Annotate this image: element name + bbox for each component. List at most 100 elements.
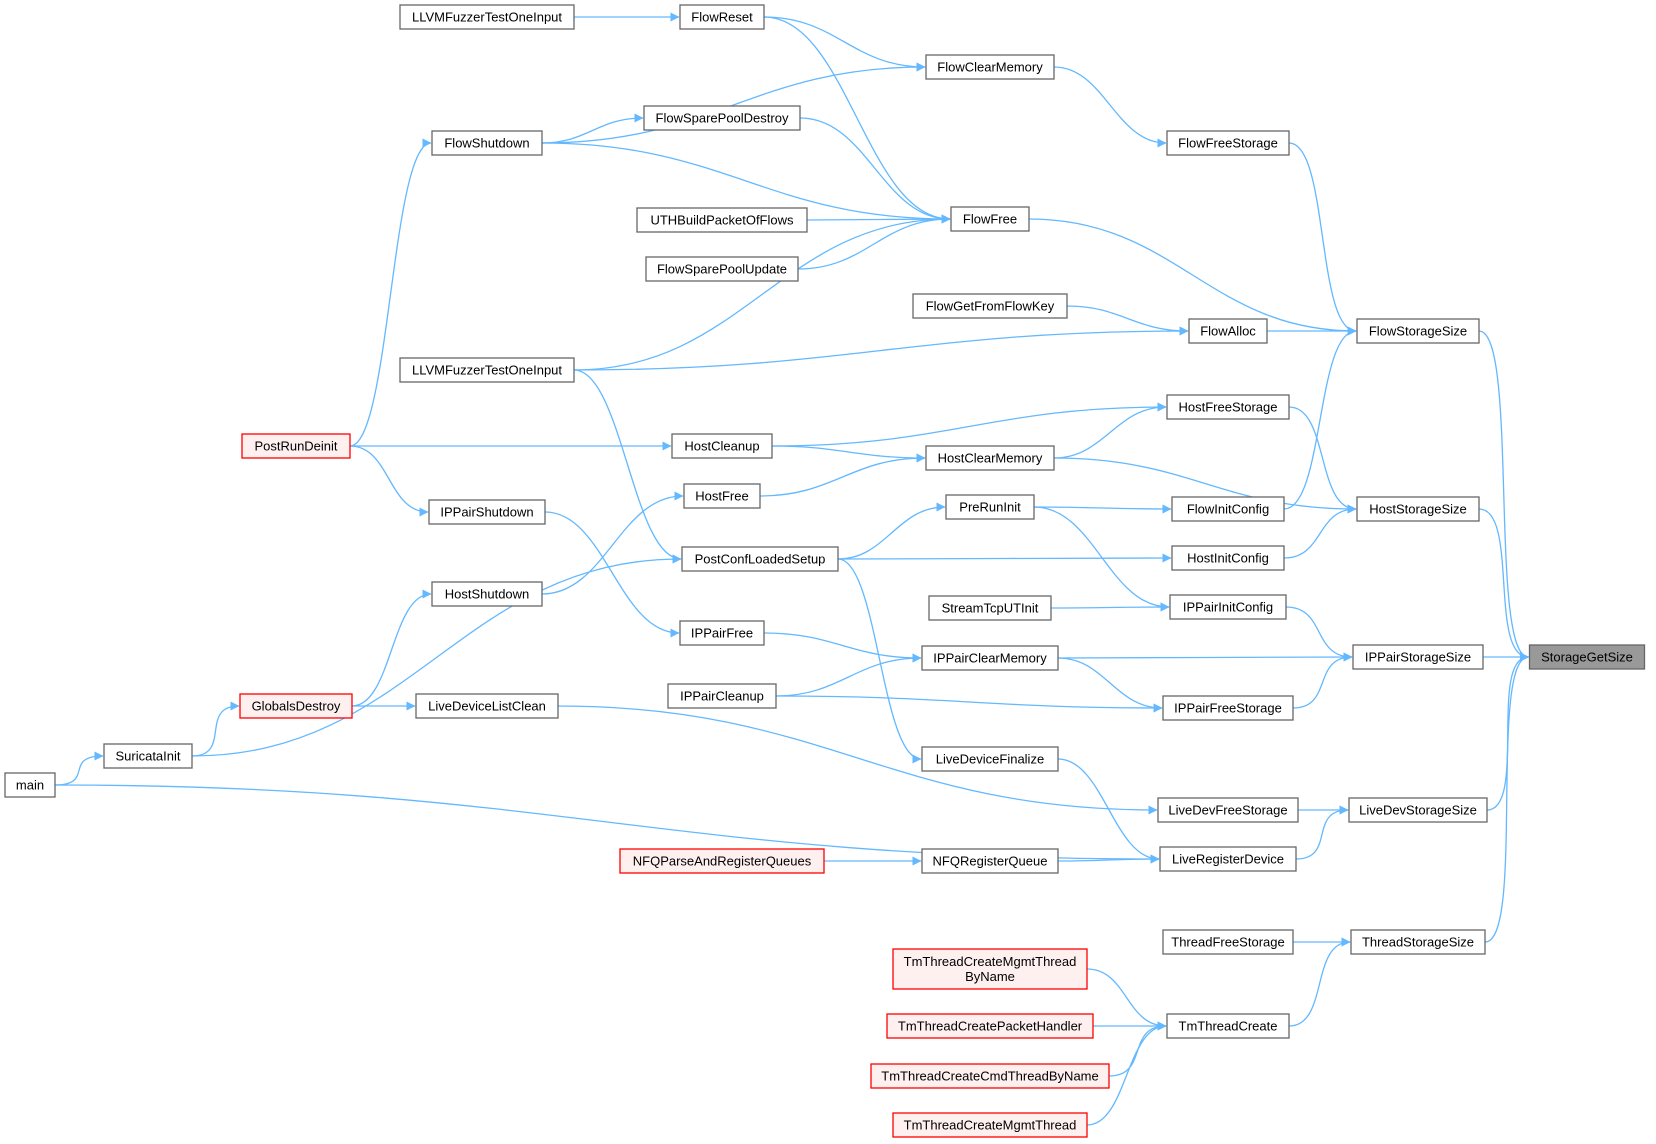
node-label: NFQParseAndRegisterQueues (633, 854, 812, 869)
node-box (1162, 695, 1294, 721)
call-edge (573, 369, 682, 564)
node-GlobalsDestroy[interactable]: GlobalsDestroy (239, 693, 353, 719)
node-TmThreadCreateCmdThreadByName[interactable]: TmThreadCreateCmdThreadByName (870, 1063, 1110, 1089)
node-IPPairCleanup[interactable]: IPPairCleanup (667, 683, 777, 709)
call-edge (349, 445, 429, 517)
call-edge (1057, 758, 1160, 864)
node-IPPairShutdown[interactable]: IPPairShutdown (428, 499, 546, 525)
node-label: TmThreadCreateCmdThreadByName (881, 1069, 1098, 1084)
node-ThreadStorageSize[interactable]: ThreadStorageSize (1350, 929, 1486, 955)
node-PreRunInit[interactable]: PreRunInit (945, 494, 1035, 520)
node-box (667, 683, 777, 709)
call-edge (573, 326, 1189, 371)
node-LLVMFuzzerTestOneInput_2[interactable]: LLVMFuzzerTestOneInput (399, 357, 575, 383)
node-HostFree[interactable]: HostFree (683, 483, 761, 509)
node-TmThreadCreateMgmtThread[interactable]: TmThreadCreateMgmtThread (892, 1112, 1088, 1138)
node-PostRunDeinit[interactable]: PostRunDeinit (241, 433, 351, 459)
node-FlowReset[interactable]: FlowReset (679, 4, 765, 30)
node-IPPairFree[interactable]: IPPairFree (679, 620, 765, 646)
edge-IPPairCleanup-to-IPPairFreeStorage (775, 695, 1163, 713)
call-edge (806, 214, 951, 224)
node-LiveDeviceFinalize[interactable]: LiveDeviceFinalize (921, 746, 1059, 772)
node-box (892, 948, 1088, 990)
node-box (1166, 394, 1290, 420)
node-box (945, 494, 1035, 520)
node-box (1166, 1013, 1290, 1039)
node-HostShutdown[interactable]: HostShutdown (431, 581, 543, 607)
call-edge (541, 113, 644, 144)
edge-FlowFree-to-FlowStorageSize (1028, 218, 1357, 336)
call-edge (1478, 330, 1529, 662)
node-FlowSparePoolUpdate[interactable]: FlowSparePoolUpdate (645, 256, 799, 282)
node-IPPairInitConfig[interactable]: IPPairInitConfig (1169, 594, 1287, 620)
node-FlowShutdown[interactable]: FlowShutdown (431, 130, 543, 156)
node-label: HostStorageSize (1369, 502, 1467, 517)
node-box (399, 357, 575, 383)
node-ThreadFreeStorage[interactable]: ThreadFreeStorage (1162, 929, 1294, 955)
call-edge (1053, 457, 1357, 514)
node-TmThreadCreatePacketHandler[interactable]: TmThreadCreatePacketHandler (886, 1013, 1094, 1039)
node-label: LiveDevFreeStorage (1168, 803, 1287, 818)
edge-FlowSparePoolUpdate-to-FlowFree (797, 214, 951, 270)
node-LiveDeviceListClean[interactable]: LiveDeviceListClean (415, 693, 559, 719)
node-LiveDevFreeStorage[interactable]: LiveDevFreeStorage (1157, 797, 1299, 823)
node-label: main (16, 778, 44, 793)
node-box (415, 693, 559, 719)
node-TmThreadCreate[interactable]: TmThreadCreate (1166, 1013, 1290, 1039)
node-HostStorageSize[interactable]: HostStorageSize (1356, 496, 1480, 522)
node-FlowFreeStorage[interactable]: FlowFreeStorage (1166, 130, 1290, 156)
node-PostConfLoadedSetup[interactable]: PostConfLoadedSetup (681, 546, 839, 572)
node-label: FlowFreeStorage (1178, 136, 1278, 151)
node-label: PreRunInit (959, 500, 1021, 515)
call-edge (799, 117, 951, 224)
node-LiveDevStorageSize[interactable]: LiveDevStorageSize (1348, 797, 1488, 823)
node-HostClearMemory[interactable]: HostClearMemory (925, 445, 1055, 471)
edge-HostShutdown-to-HostFree (541, 491, 684, 595)
call-edge (1292, 652, 1353, 709)
node-NFQParseAndRegisterQueues[interactable]: NFQParseAndRegisterQueues (619, 848, 825, 874)
node-box (1171, 496, 1285, 522)
node-FlowAlloc[interactable]: FlowAlloc (1188, 318, 1268, 344)
node-IPPairFreeStorage[interactable]: IPPairFreeStorage (1162, 695, 1294, 721)
node-StreamTcpUTInit[interactable]: StreamTcpUTInit (928, 595, 1052, 621)
edge-FlowGetFromFlowKey-to-FlowAlloc (1066, 305, 1189, 336)
node-label: HostShutdown (445, 587, 530, 602)
node-IPPairClearMemory[interactable]: IPPairClearMemory (921, 645, 1059, 671)
node-HostInitConfig[interactable]: HostInitConfig (1171, 545, 1285, 571)
call-edge (191, 701, 240, 757)
node-HostFreeStorage[interactable]: HostFreeStorage (1166, 394, 1290, 420)
call-edge (557, 705, 1158, 815)
node-IPPairStorageSize[interactable]: IPPairStorageSize (1352, 644, 1484, 670)
node-label: IPPairClearMemory (933, 651, 1047, 666)
node-FlowFree[interactable]: FlowFree (950, 206, 1030, 232)
call-edge (54, 784, 1160, 864)
node-FlowSparePoolDestroy[interactable]: FlowSparePoolDestroy (643, 105, 801, 131)
call-edge (351, 589, 432, 707)
edge-PostConfLoadedSetup-to-LiveDeviceFinalize (837, 558, 922, 764)
node-UTHBuildPacketOfFlows[interactable]: UTHBuildPacketOfFlows (636, 207, 808, 233)
edge-ThreadStorageSize-to-StorageGetSize (1484, 652, 1529, 943)
edge-LiveDeviceListClean-to-LiveDevFreeStorage (557, 705, 1158, 815)
node-label: FlowInitConfig (1187, 502, 1269, 517)
node-layer: StorageGetSizeFlowStorageSizeHostStorage… (4, 4, 1646, 1138)
node-FlowStorageSize[interactable]: FlowStorageSize (1356, 318, 1480, 344)
node-FlowGetFromFlowKey[interactable]: FlowGetFromFlowKey (912, 293, 1068, 319)
node-label: FlowGetFromFlowKey (926, 299, 1055, 314)
node-box (1188, 318, 1268, 344)
node-box (1159, 846, 1297, 872)
call-edge (1050, 602, 1170, 612)
node-label: TmThreadCreateMgmtThread (904, 954, 1077, 969)
node-HostCleanup[interactable]: HostCleanup (671, 433, 773, 459)
node-LiveRegisterDevice[interactable]: LiveRegisterDevice (1159, 846, 1297, 872)
node-main[interactable]: main (4, 772, 56, 798)
call-edge (1484, 652, 1529, 943)
node-SuricataInit[interactable]: SuricataInit (103, 743, 193, 769)
node-LLVMFuzzerTestOneInput_1[interactable]: LLVMFuzzerTestOneInput (399, 4, 575, 30)
node-FlowInitConfig[interactable]: FlowInitConfig (1171, 496, 1285, 522)
node-NFQRegisterQueue[interactable]: NFQRegisterQueue (921, 848, 1059, 874)
edge-HostCleanup-to-HostClearMemory (771, 445, 926, 463)
node-FlowClearMemory[interactable]: FlowClearMemory (925, 54, 1055, 80)
node-box (925, 54, 1055, 80)
call-edge (775, 653, 922, 697)
